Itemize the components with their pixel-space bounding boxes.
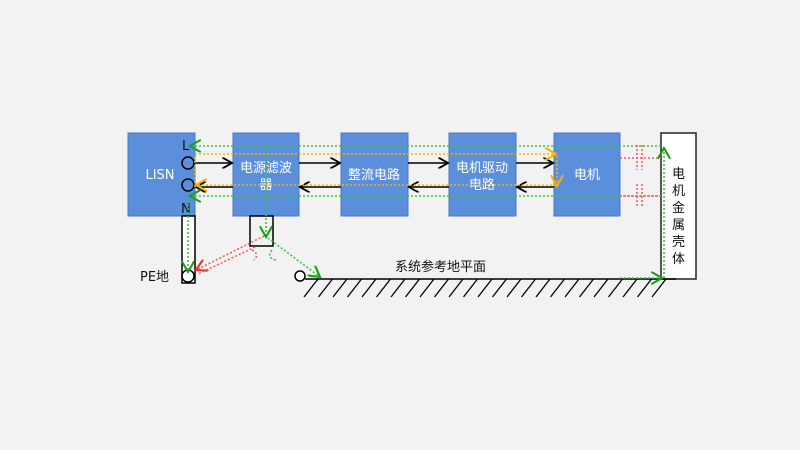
svg-text:系统参考地平面: 系统参考地平面 (395, 259, 486, 275)
hatch-line (433, 278, 450, 298)
label-n: N (181, 202, 191, 217)
hatch-line (491, 278, 508, 298)
hatch-line (462, 278, 479, 298)
hatch-line (564, 278, 580, 298)
ground-plane: 系统参考地平面 (294, 259, 676, 298)
hatch-line (607, 278, 624, 298)
rectifier-block: 整流电路 (340, 132, 409, 217)
hatch-line (549, 278, 566, 298)
hatch-line (520, 278, 537, 298)
hatch-line (317, 278, 334, 298)
hatch-line (419, 278, 435, 298)
svg-text:整流电路: 整流电路 (348, 167, 400, 183)
motor-driver-block: 电机驱动 电路 (448, 132, 517, 217)
hatch-line (535, 278, 551, 298)
parasitic-capacitance-path (196, 145, 661, 275)
hatch-line (593, 278, 609, 298)
hatch-line (448, 278, 464, 298)
hatch-line (404, 278, 421, 298)
hatch-line (346, 278, 363, 298)
lisn-block: LISN (127, 132, 196, 217)
terminal-n (181, 178, 195, 192)
hatch-line (578, 278, 595, 298)
filter-ground-box (249, 215, 274, 247)
hatch-line (651, 278, 667, 298)
common-mode-path (188, 146, 664, 278)
hatch-line (303, 278, 319, 298)
hatch-line (477, 278, 493, 298)
hatch-line (506, 278, 522, 298)
svg-text:体: 体 (672, 252, 685, 267)
svg-text:电源滤波: 电源滤波 (240, 161, 292, 176)
differential-mode-path (194, 154, 557, 187)
svg-text:机: 机 (672, 184, 685, 199)
pe-terminal (181, 269, 195, 283)
pe-label: PE地 (140, 270, 169, 285)
hatch-line (361, 278, 377, 298)
motor-housing: 电 机 金 属 壳 体 (660, 132, 697, 280)
hatch-line (622, 278, 638, 298)
hatch-line (636, 278, 653, 298)
svg-text:壳: 壳 (672, 235, 685, 250)
hatch-line (332, 278, 348, 298)
svg-text:金: 金 (672, 200, 685, 216)
motor-block: 电机 (553, 132, 621, 217)
label-l: L (182, 139, 190, 154)
svg-text:电: 电 (672, 167, 685, 182)
svg-text:电机: 电机 (574, 168, 600, 183)
svg-text:电机驱动: 电机驱动 (456, 161, 508, 176)
differential-signal-arrows (194, 163, 554, 187)
hatch-line (375, 278, 392, 298)
hatch-line (390, 278, 406, 298)
svg-text:LISN: LISN (145, 168, 174, 183)
svg-text:属: 属 (672, 218, 685, 233)
